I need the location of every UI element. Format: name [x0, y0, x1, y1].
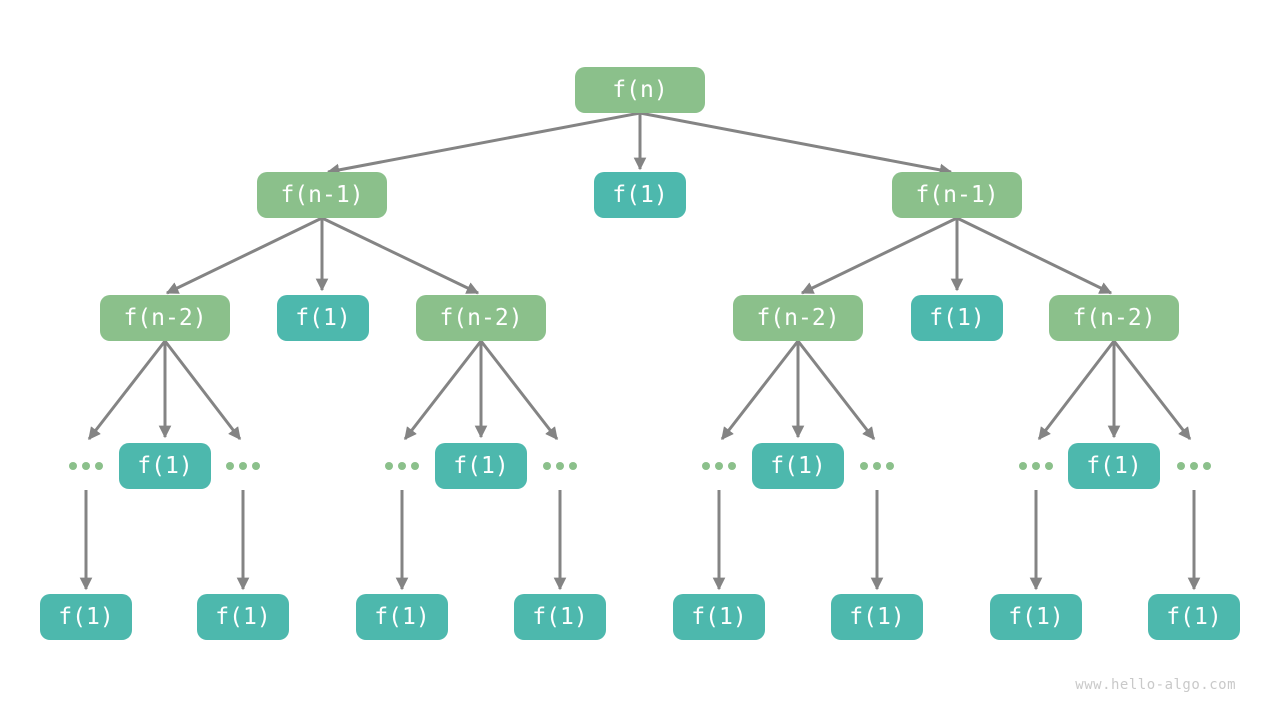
- watermark-text: www.hello-algo.com: [1075, 677, 1236, 693]
- arrow: [163, 340, 242, 441]
- dot: [239, 462, 247, 470]
- arrow: [1112, 340, 1192, 440]
- arrow: [403, 340, 483, 440]
- arrow: [956, 216, 1113, 295]
- dot: [569, 462, 577, 470]
- node-f-1: f(1): [594, 172, 686, 218]
- node-f-1: f(1): [40, 594, 132, 640]
- node-f-1: f(1): [119, 443, 211, 489]
- node-f-1: f(1): [911, 295, 1003, 341]
- ellipsis-dots: [385, 462, 419, 470]
- ellipsis-dots: [69, 462, 103, 470]
- ellipsis-dots: [702, 462, 736, 470]
- arrow: [87, 340, 167, 440]
- arrow: [479, 340, 559, 440]
- dot: [556, 462, 564, 470]
- node-f-n-2: f(n-2): [100, 295, 230, 341]
- arrow: [800, 216, 958, 295]
- ellipsis-dots: [1019, 462, 1053, 470]
- ellipsis-dots: [1177, 462, 1211, 470]
- node-f-n-2: f(n-2): [733, 295, 863, 341]
- dot: [728, 462, 736, 470]
- dot: [860, 462, 868, 470]
- node-f-1: f(1): [197, 594, 289, 640]
- node-f-1: f(1): [514, 594, 606, 640]
- arrow: [796, 340, 876, 440]
- dot: [411, 462, 419, 470]
- dot: [69, 462, 77, 470]
- node-f-1: f(1): [435, 443, 527, 489]
- node-f-1: f(1): [673, 594, 765, 640]
- arrow: [165, 216, 323, 295]
- dot: [226, 462, 234, 470]
- ellipsis-dots: [543, 462, 577, 470]
- dot: [82, 462, 90, 470]
- node-f-1: f(1): [356, 594, 448, 640]
- dot: [543, 462, 551, 470]
- arrow: [321, 216, 480, 295]
- node-f-n-2: f(n-2): [416, 295, 546, 341]
- ellipsis-dots: [226, 462, 260, 470]
- node-f-n-1: f(n-1): [892, 172, 1022, 218]
- node-f-n-1: f(n-1): [257, 172, 387, 218]
- dot: [1203, 462, 1211, 470]
- arrow: [326, 111, 641, 177]
- arrow: [1037, 340, 1116, 441]
- node-f-1: f(1): [990, 594, 1082, 640]
- dot: [1045, 462, 1053, 470]
- dot: [1032, 462, 1040, 470]
- arrow: [720, 340, 800, 440]
- arrow-group: [79, 111, 1201, 591]
- node-f-1: f(1): [752, 443, 844, 489]
- dot: [1019, 462, 1027, 470]
- dot: [1177, 462, 1185, 470]
- node-f-1: f(1): [1068, 443, 1160, 489]
- arrow: [639, 111, 953, 177]
- dot: [252, 462, 260, 470]
- dot: [95, 462, 103, 470]
- node-f-n-2: f(n-2): [1049, 295, 1179, 341]
- ellipsis-dots: [860, 462, 894, 470]
- node-f-1: f(1): [1148, 594, 1240, 640]
- dot: [886, 462, 894, 470]
- dot: [715, 462, 723, 470]
- dot: [873, 462, 881, 470]
- node-f-1: f(1): [277, 295, 369, 341]
- dot: [702, 462, 710, 470]
- dot: [398, 462, 406, 470]
- dot: [385, 462, 393, 470]
- dot: [1190, 462, 1198, 470]
- node-f-1: f(1): [831, 594, 923, 640]
- node-f-n: f(n): [575, 67, 705, 113]
